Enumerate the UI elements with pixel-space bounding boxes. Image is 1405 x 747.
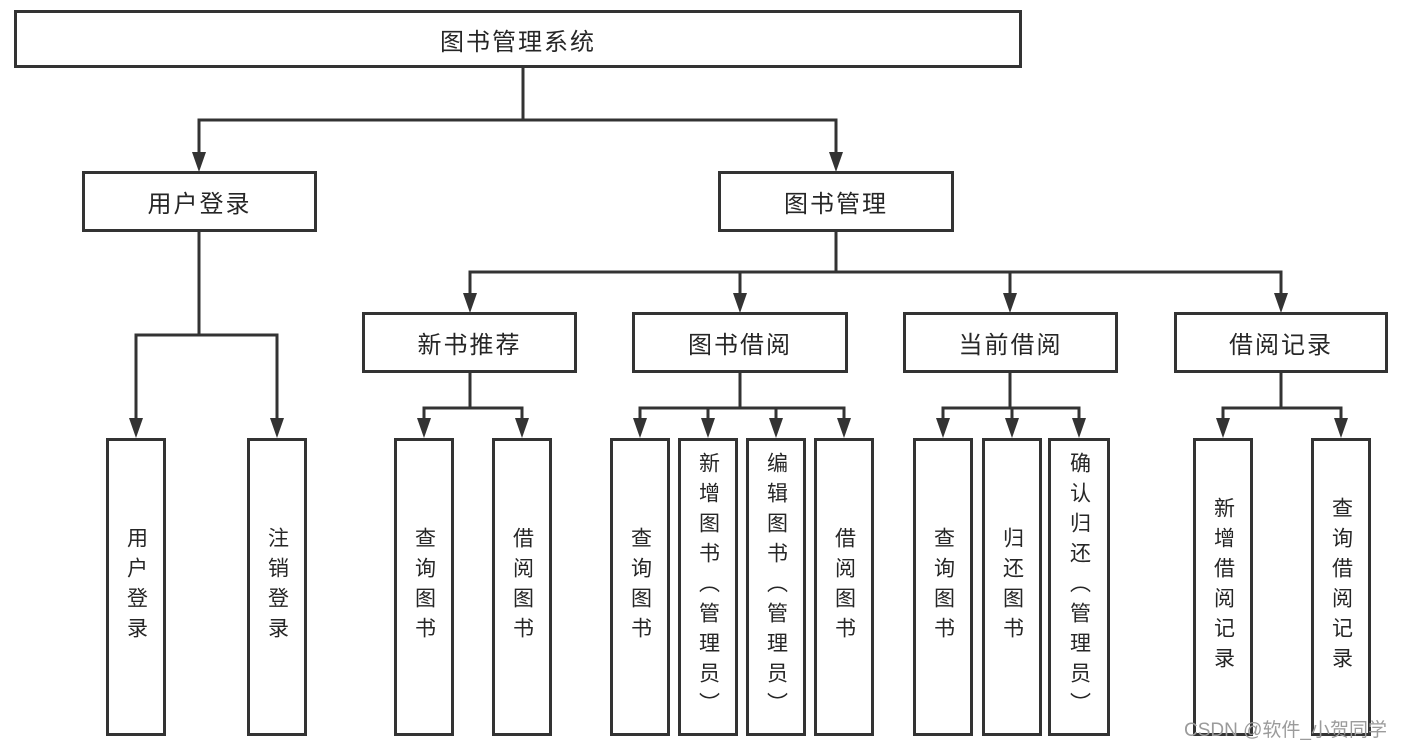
connector-bookborrow-to-leaves [638,371,846,422]
connector-userlogin-to-leaves [134,230,279,422]
connector-currentborrow-to-leaves [941,371,1081,422]
node-borrow-records: 借阅记录 [1174,312,1388,373]
node-current-borrow: 当前借阅 [903,312,1118,373]
leaf-query-book-3: 查询图书 [913,438,973,736]
leaf-add-book-admin: 新增图书（管理员） [678,438,738,736]
connector-bookmgmt-to-level3 [468,230,1283,296]
node-new-book-recommend: 新书推荐 [362,312,577,373]
connector-newbookrec-to-leaves [422,371,524,422]
leaf-confirm-return-admin: 确认归还（管理员） [1048,438,1110,736]
leaf-query-book-2: 查询图书 [610,438,670,736]
leaf-return-book: 归还图书 [982,438,1042,736]
leaf-edit-book-admin: 编辑图书（管理员） [746,438,806,736]
node-library-system: 图书管理系统 [14,10,1022,68]
arrowheads [129,152,1348,438]
leaf-borrow-book-2: 借阅图书 [814,438,874,736]
node-book-management: 图书管理 [718,171,954,232]
csdn-watermark: CSDN @软件_小贺同学 [1184,720,1387,741]
leaf-query-borrow-record: 查询借阅记录 [1311,438,1371,736]
leaf-user-login: 用户登录 [106,438,166,736]
leaf-logout: 注销登录 [247,438,307,736]
node-book-borrow: 图书借阅 [632,312,848,373]
leaf-borrow-book-1: 借阅图书 [492,438,552,736]
node-user-login: 用户登录 [82,171,317,232]
leaf-add-borrow-record: 新增借阅记录 [1193,438,1253,736]
connector-root-to-level2 [197,66,838,156]
leaf-query-book-1: 查询图书 [394,438,454,736]
connector-borrowrecords-to-leaves [1221,371,1343,422]
